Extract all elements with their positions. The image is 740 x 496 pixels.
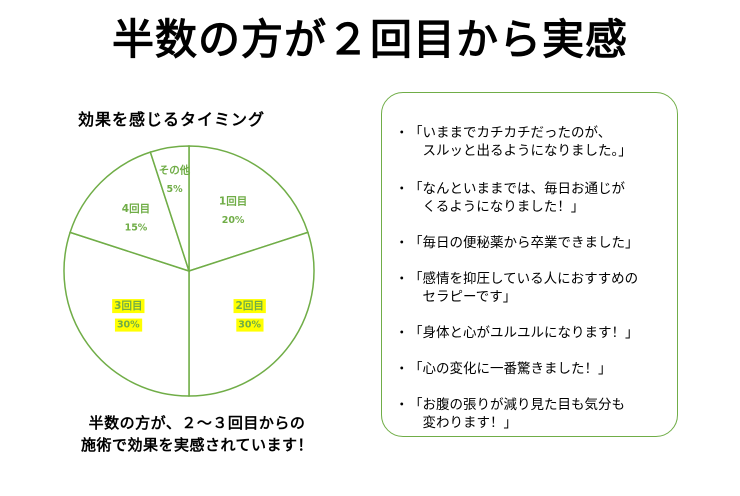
- slice-category-label: 3回目: [114, 300, 142, 312]
- pie-slice-5: [149, 145, 190, 272]
- testimonial-item: ・ 「毎日の便秘薬から卒業できました」: [395, 234, 639, 252]
- testimonial-text: 「お腹の張りが減り見た目も気分も 変わります！」: [409, 397, 625, 431]
- testimonial-item: ・ 「身体と心がユルユルになります！」: [395, 324, 639, 342]
- pie-label-4: 4回目 15%: [122, 203, 150, 234]
- testimonial-text: 「毎日の便秘薬から卒業できました」: [409, 235, 639, 251]
- label-highlight: [114, 318, 143, 332]
- bullet: ・: [395, 397, 409, 413]
- slice-category-label: 4回目: [122, 203, 150, 215]
- slice-value-label: 30%: [117, 320, 140, 331]
- caption-line-1: 半数の方が、２〜３回目からの: [88, 414, 306, 432]
- testimonial-text: 「感情を抑圧している人におすすめの セラピーです」: [409, 271, 639, 305]
- pie-label-5: その他 5%: [159, 164, 191, 196]
- testimonial-item: ・ 「なんといままでは、毎日お通じが くるようになりました！」: [395, 180, 625, 216]
- bullet: ・: [395, 271, 409, 287]
- label-highlight: [236, 318, 264, 332]
- chart-caption: 半数の方が、２〜３回目からの 施術で効果を実感されています！: [62, 412, 332, 456]
- testimonial-text: 「身体と心がユルユルになります！」: [409, 325, 639, 341]
- bullet: ・: [395, 235, 409, 251]
- label-highlight: [233, 299, 266, 314]
- testimonial-item: ・ 「感情を抑圧している人におすすめの セラピーです」: [395, 270, 638, 306]
- bullet: ・: [395, 361, 409, 377]
- testimonial-item: ・ 「お腹の張りが減り見た目も気分も 変わります！」: [395, 396, 625, 432]
- bullet: ・: [395, 125, 409, 141]
- pie-slice-3: [63, 231, 190, 397]
- slice-value-label: 30%: [238, 320, 261, 331]
- pie-label-3: 3回目 30%: [112, 299, 145, 332]
- testimonial-item: ・ 「心の変化に一番驚きました！」: [395, 360, 612, 378]
- bullet: ・: [395, 325, 409, 341]
- slice-value-label: 20%: [222, 215, 245, 226]
- slice-value-label: 15%: [125, 222, 148, 233]
- pie-label-1: 1回目 20%: [219, 195, 247, 226]
- pie-slice-2: [188, 231, 315, 397]
- testimonials-panel: [381, 92, 678, 437]
- pie-slice-1: [188, 145, 309, 273]
- slice-category-label: その他: [159, 164, 191, 177]
- slice-category-label: 1回目: [219, 195, 247, 207]
- slice-value-label: 5%: [166, 184, 183, 195]
- bullet: ・: [395, 181, 409, 197]
- pie-label-2: 2回目 30%: [233, 299, 266, 332]
- testimonial-text: 「なんといままでは、毎日お通じが くるようになりました！」: [409, 181, 625, 215]
- testimonial-item: ・ 「いままでカチカチだったのが、 スルッと出るようになりました。」: [395, 124, 632, 160]
- page-title: 半数の方が２回目から実感: [111, 15, 628, 64]
- testimonial-text: 「心の変化に一番驚きました！」: [409, 361, 612, 377]
- label-highlight: [112, 299, 145, 314]
- slice-category-label: 2回目: [236, 300, 264, 312]
- testimonial-text: 「いままでカチカチだったのが、 スルッと出るようになりました。」: [409, 125, 632, 159]
- chart-title: 効果を感じるタイミング: [78, 110, 266, 129]
- caption-line-2: 施術で効果を実感されています！: [80, 436, 314, 454]
